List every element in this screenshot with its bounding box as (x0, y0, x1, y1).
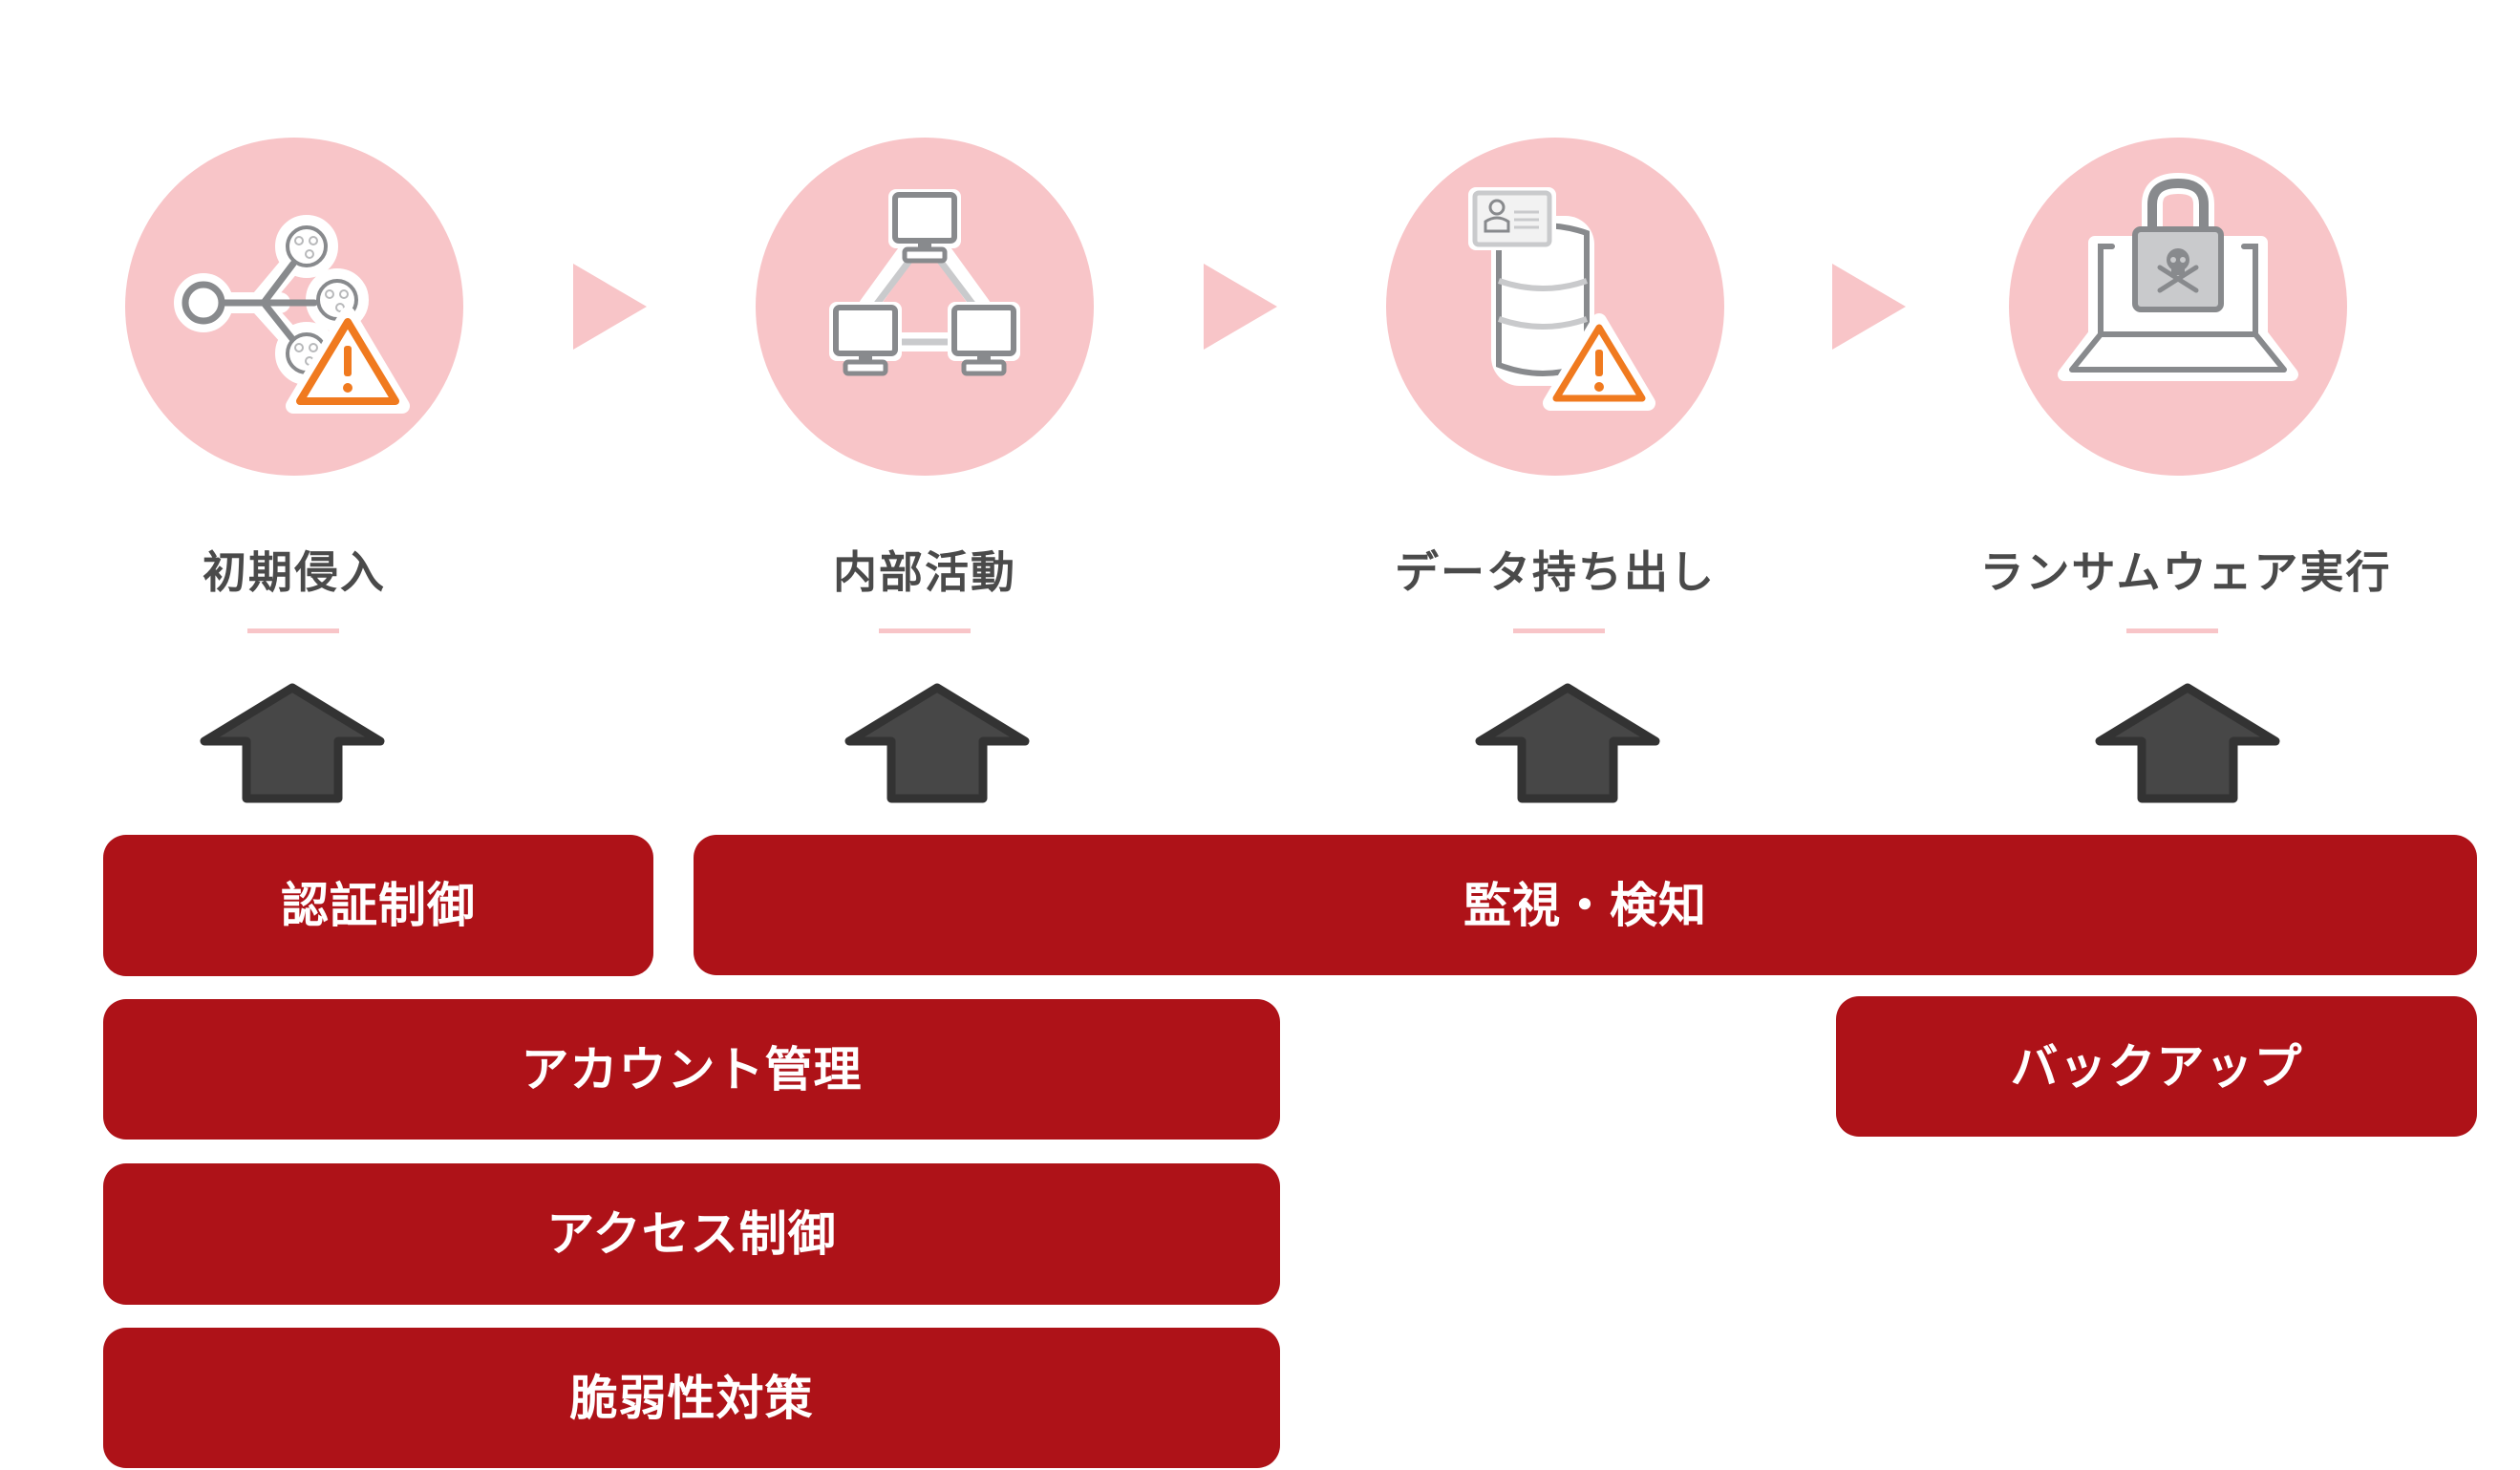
stage-title-data-exfiltration: データ持ち出し (1395, 546, 1716, 598)
measure-label: アカウント管理 (521, 1041, 863, 1097)
measure-vulnerability-countermeasures: 脆弱性対策 (103, 1328, 1280, 1468)
measure-label: アクセス制御 (546, 1206, 837, 1262)
stage-title-ransomware-execution: ランサムウェア実行 (1979, 546, 2392, 598)
up-arrow-icon (842, 680, 1033, 806)
network-intrusion-warning-icon (174, 215, 410, 414)
flow-arrow (573, 264, 647, 350)
database-id-card-warning-icon (1468, 187, 1655, 411)
up-arrow-icon (1472, 680, 1663, 806)
measure-access-control: アクセス制御 (103, 1163, 1280, 1305)
stage-underline (247, 628, 339, 633)
measure-label: 脆弱性対策 (569, 1370, 814, 1426)
stage-circle-data-exfiltration (1386, 138, 1724, 476)
flow-arrow (1832, 264, 1906, 350)
stage-underline (879, 628, 971, 633)
stage-circle-internal-activity (756, 138, 1094, 476)
measure-account-management: アカウント管理 (103, 999, 1280, 1140)
stage-circle-ransomware-execution (2009, 138, 2347, 476)
stage-underline (2126, 628, 2218, 633)
stage-title-initial-intrusion: 初期侵入 (203, 546, 386, 598)
up-arrow-icon (2092, 680, 2283, 806)
up-arrow-icon (197, 680, 388, 806)
measure-label: 認証制御 (281, 878, 476, 933)
flow-arrow (1204, 264, 1277, 350)
measure-label: バックアップ (2010, 1038, 2303, 1095)
stage-title-internal-activity: 内部活動 (833, 546, 1016, 598)
stage-circle-initial-intrusion (125, 138, 463, 476)
measure-label: 監視・検知 (1463, 877, 1707, 933)
measure-monitoring-detection: 監視・検知 (694, 835, 2477, 975)
measure-authentication-control: 認証制御 (103, 835, 653, 976)
measure-backup: バックアップ (1836, 996, 2477, 1137)
network-computers-icon (829, 189, 1020, 376)
laptop-lock-skull-icon (2058, 172, 2298, 381)
stage-underline (1513, 628, 1605, 633)
